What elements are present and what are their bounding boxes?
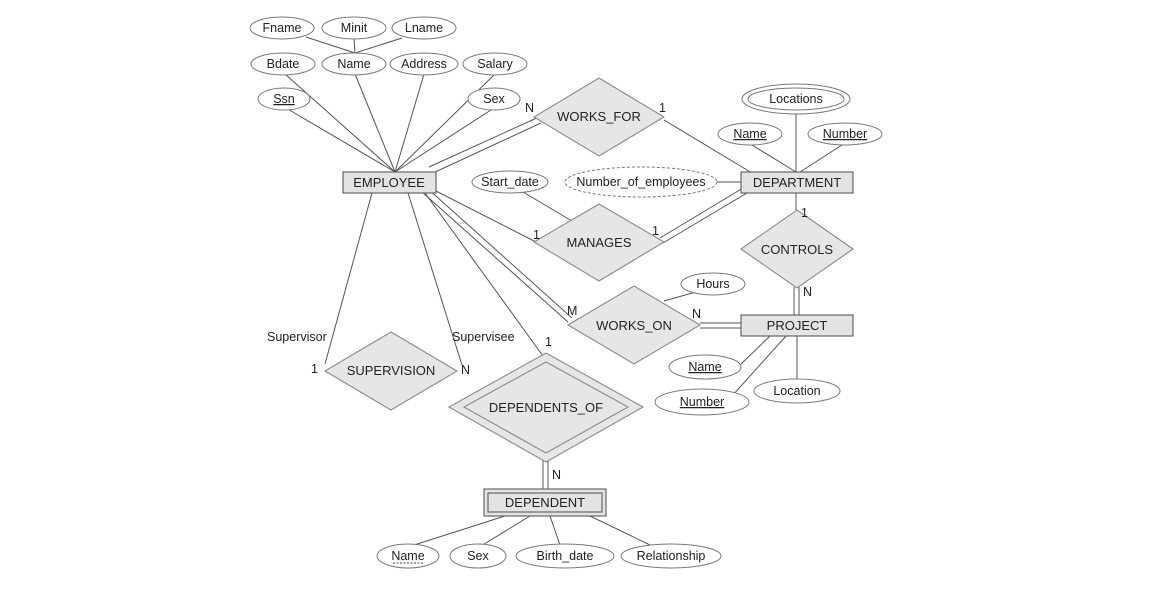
- attribute-dept-name: Name: [717, 122, 783, 146]
- cardinality-label: N: [692, 307, 701, 321]
- attribute-dept-number: Number: [807, 122, 883, 146]
- attribute-ssn: Ssn: [257, 87, 311, 111]
- attribute-locations: Locations: [741, 83, 851, 115]
- svg-text:Hours: Hours: [696, 277, 729, 291]
- svg-text:Number_of_employees: Number_of_employees: [576, 175, 705, 189]
- relationship-label: CONTROLS: [761, 242, 834, 257]
- relationship-label: DEPENDENTS_OF: [489, 400, 603, 415]
- attribute-location: Location: [753, 378, 841, 404]
- entity-department: DEPARTMENT: [740, 171, 854, 194]
- attribute-fname: Fname: [249, 16, 315, 40]
- svg-text:Ssn: Ssn: [273, 92, 295, 106]
- svg-text:Location: Location: [773, 384, 820, 398]
- cardinality-label: M: [567, 304, 577, 318]
- relationship-label: MANAGES: [566, 235, 631, 250]
- svg-text:Number: Number: [823, 127, 867, 141]
- cardinality-label: N: [525, 101, 534, 115]
- attribute-relationship: Relationship: [620, 543, 722, 569]
- entity-label: DEPARTMENT: [753, 175, 841, 190]
- relationship-label: SUPERVISION: [347, 363, 436, 378]
- svg-text:Sex: Sex: [467, 549, 489, 563]
- attribute-dep-name: Name: [376, 543, 440, 569]
- svg-text:Address: Address: [401, 57, 447, 71]
- attribute-salary: Salary: [462, 52, 528, 76]
- role-supervisee: Supervisee: [452, 330, 515, 344]
- cardinality-label: 1: [801, 206, 808, 220]
- relationship-dependents-of: DEPENDENTS_OF: [447, 352, 645, 463]
- attribute-sex: Sex: [467, 87, 521, 111]
- svg-text:Name: Name: [733, 127, 766, 141]
- attribute-dep-sex: Sex: [449, 543, 507, 569]
- relationship-manages: MANAGES: [532, 203, 666, 282]
- attribute-hours: Hours: [680, 272, 746, 296]
- relationship-works-on: WORKS_ON: [566, 285, 702, 365]
- attribute-name: Name: [321, 52, 387, 76]
- svg-text:Name: Name: [391, 549, 424, 563]
- svg-text:Lname: Lname: [405, 21, 443, 35]
- attribute-proj-number: Number: [654, 388, 750, 416]
- attribute-proj-name: Name: [668, 354, 742, 380]
- cardinality-label: 1: [533, 228, 540, 242]
- attribute-start-date: Start_date: [471, 170, 549, 194]
- relationship-supervision: SUPERVISION: [323, 331, 459, 411]
- entity-employee: EMPLOYEE: [342, 171, 437, 194]
- entity-dependent: DEPENDENT: [483, 488, 607, 517]
- attribute-address: Address: [389, 52, 459, 76]
- attribute-birth-date: Birth_date: [515, 543, 615, 569]
- svg-text:Minit: Minit: [341, 21, 368, 35]
- connector-lines: [284, 36, 843, 547]
- svg-text:Fname: Fname: [263, 21, 302, 35]
- cardinality-label: N: [461, 363, 470, 377]
- svg-text:Name: Name: [688, 360, 721, 374]
- cardinality-label: N: [803, 285, 812, 299]
- entity-label: DEPENDENT: [505, 495, 585, 510]
- relationship-label: WORKS_ON: [596, 318, 672, 333]
- attribute-minit: Minit: [321, 16, 387, 40]
- entity-project: PROJECT: [740, 314, 854, 337]
- attribute-lname: Lname: [391, 16, 457, 40]
- svg-text:Locations: Locations: [769, 92, 823, 106]
- svg-text:Birth_date: Birth_date: [537, 549, 594, 563]
- cardinality-label: 1: [311, 362, 318, 376]
- entity-label: EMPLOYEE: [353, 175, 425, 190]
- svg-text:Sex: Sex: [483, 92, 505, 106]
- svg-text:Start_date: Start_date: [481, 175, 539, 189]
- cardinality-label: 1: [652, 224, 659, 238]
- svg-text:Name: Name: [337, 57, 370, 71]
- cardinality-label: 1: [545, 335, 552, 349]
- relationship-label: WORKS_FOR: [557, 109, 641, 124]
- attribute-bdate: Bdate: [250, 52, 316, 76]
- svg-text:Relationship: Relationship: [637, 549, 706, 563]
- svg-text:Number: Number: [680, 395, 724, 409]
- svg-text:Salary: Salary: [477, 57, 513, 71]
- cardinality-label: 1: [659, 101, 666, 115]
- relationship-controls: CONTROLS: [740, 209, 854, 289]
- svg-text:Bdate: Bdate: [267, 57, 300, 71]
- cardinality-label: N: [552, 468, 561, 482]
- entity-label: PROJECT: [767, 318, 828, 333]
- attribute-number-of-employees: Number_of_employees: [564, 166, 718, 198]
- role-supervisor: Supervisor: [267, 330, 327, 344]
- relationship-works-for: WORKS_FOR: [532, 77, 666, 157]
